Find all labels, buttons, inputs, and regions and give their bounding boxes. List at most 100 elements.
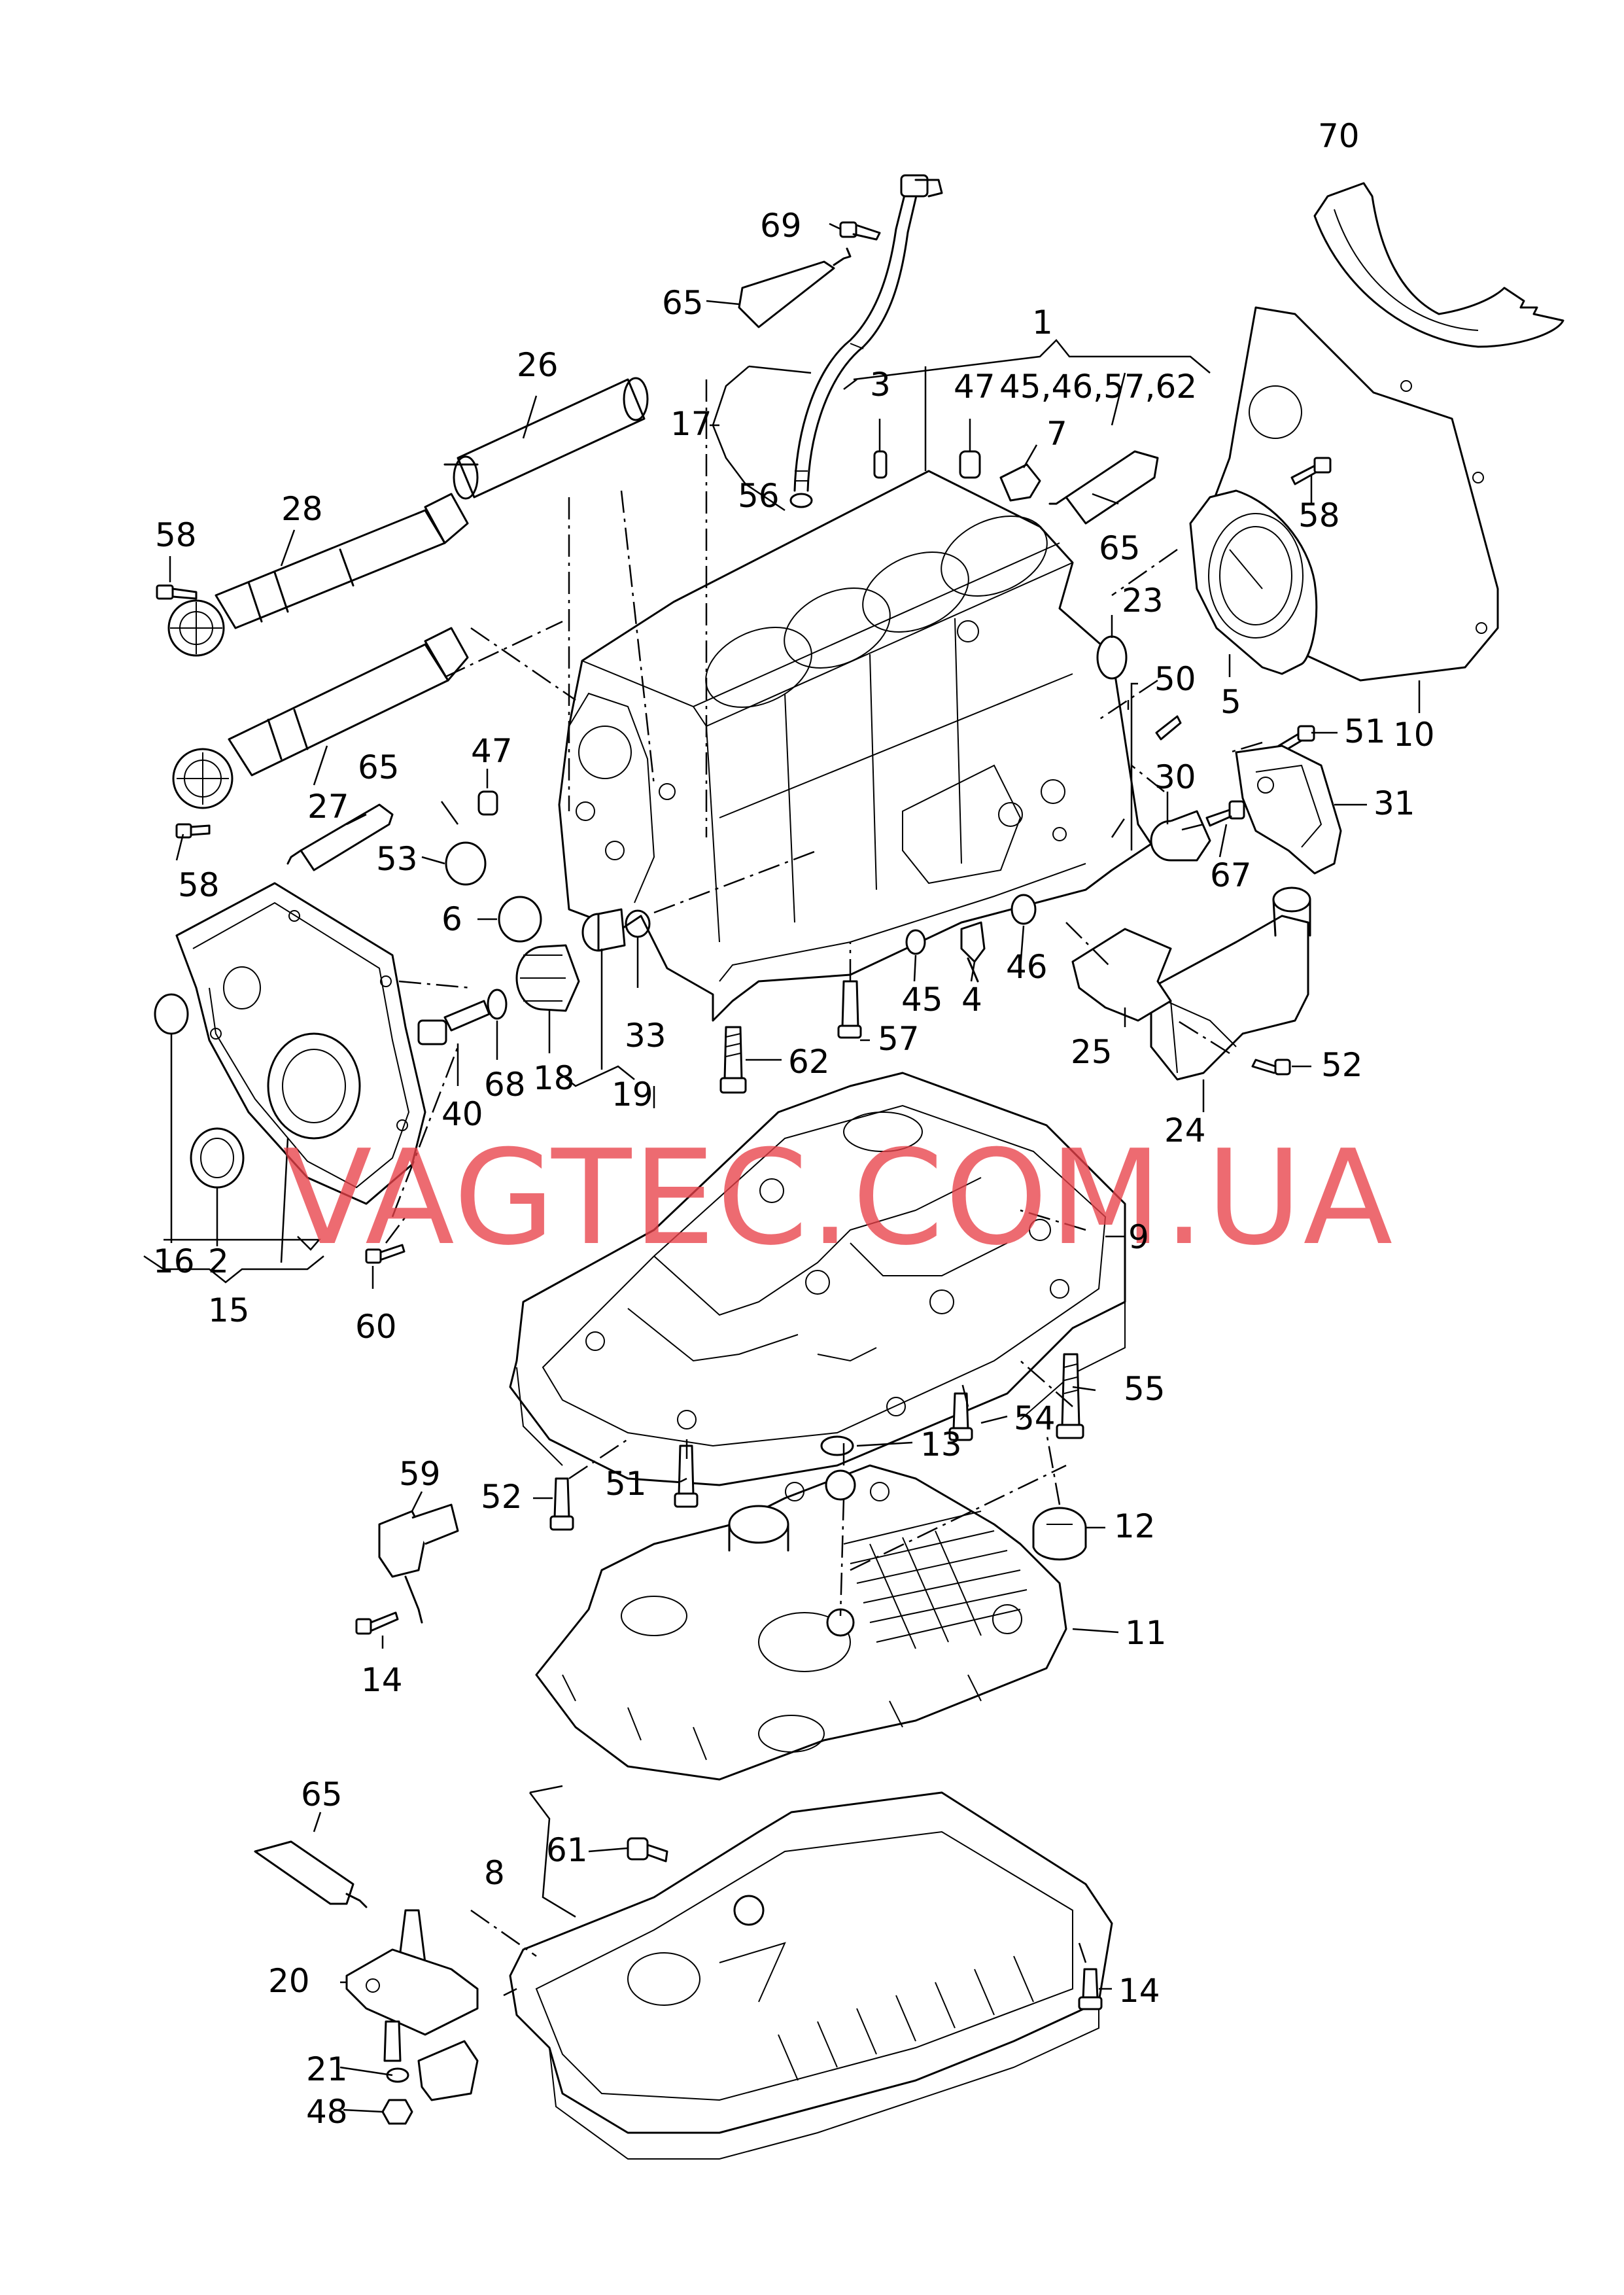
part-14-bolt-right [1078, 1968, 1103, 2010]
part-61-plug [627, 1837, 668, 1863]
part-60-bolt [365, 1244, 406, 1264]
callout-67: 67 [1210, 856, 1252, 894]
part-55-bolt [1056, 1353, 1084, 1439]
callout-55: 55 [1124, 1370, 1166, 1408]
part-67-bolt [1205, 800, 1245, 827]
callout-52-lower: 52 [481, 1478, 523, 1516]
part-2-seal [190, 1127, 245, 1189]
part-68-washer [487, 989, 508, 1020]
callout-1: 1 [1032, 304, 1053, 342]
part-11-baffle-plate [535, 1464, 1067, 1781]
part-62-bolt [719, 1026, 747, 1094]
part-30-gear [1150, 810, 1211, 862]
callout-16: 16 [153, 1242, 195, 1280]
part-53-sleeve [445, 841, 487, 886]
part-69-bolt [839, 221, 881, 241]
callout-68: 68 [484, 1066, 526, 1104]
part-59-oil-sensor [378, 1503, 459, 1624]
callout-10: 10 [1393, 716, 1435, 754]
part-3-dowel-pin [873, 450, 888, 479]
callout-70: 70 [1318, 117, 1360, 155]
callout-7: 7 [1046, 415, 1067, 453]
part-50-pin [1155, 715, 1182, 741]
callout-58-right: 58 [1298, 497, 1340, 534]
callout-60: 60 [355, 1308, 397, 1346]
part-70-cover-shield [1313, 182, 1564, 348]
part-7-sleeve [999, 463, 1041, 502]
callout-50: 50 [1154, 660, 1196, 698]
part-bracket [417, 2040, 479, 2101]
callout-51-lower: 51 [605, 1465, 647, 1503]
callout-59: 59 [399, 1455, 441, 1493]
callout-8: 8 [484, 1854, 505, 1892]
part-8-oil-pan [509, 1791, 1113, 2160]
leader-lines [143, 222, 1421, 2113]
part-48-nut [381, 2099, 413, 2125]
part-65-sealant-tube-right [1048, 450, 1159, 525]
callout-33: 33 [625, 1017, 666, 1055]
callout-25: 25 [1071, 1033, 1113, 1071]
part-65-sealant-tube-left [286, 803, 394, 871]
callout-23: 23 [1122, 582, 1164, 620]
part-65-sealant-tube-top [738, 247, 852, 328]
part-20-level-sensor [345, 1909, 479, 2062]
part-56-o-ring [789, 493, 813, 508]
part-52-bolt-right [1251, 1059, 1291, 1076]
callout-5: 5 [1220, 683, 1241, 721]
callout-24: 24 [1164, 1112, 1206, 1149]
callout-52-right: 52 [1321, 1046, 1363, 1084]
part-58-bolt-right [1290, 457, 1332, 485]
callout-26: 26 [517, 346, 559, 384]
dash-dot-lines [385, 379, 1263, 1963]
part-52-bolt-lower [549, 1477, 574, 1531]
part-28-balancer-shaft [167, 493, 469, 657]
callout-12: 12 [1114, 1507, 1156, 1545]
callout-21: 21 [306, 2050, 348, 2088]
part-24-oil-filter-housing [1150, 886, 1311, 1081]
part-45-sleeve [905, 929, 926, 955]
callout-18: 18 [533, 1059, 575, 1097]
part-31-housing [1235, 745, 1342, 875]
callout-28: 28 [281, 490, 323, 528]
part-10-intermediate-plate [1209, 306, 1499, 682]
callout-9: 9 [1128, 1218, 1149, 1256]
callout-53: 53 [376, 840, 418, 878]
part-46-sleeve [1011, 894, 1037, 925]
part-25-gasket [1071, 928, 1172, 1022]
callout-17: 17 [670, 405, 712, 443]
callout-61: 61 [546, 1831, 588, 1869]
part-58-bolt-upper-left [156, 584, 198, 600]
part-54-bolt [948, 1392, 973, 1441]
part-12-drain-plug [1032, 1507, 1087, 1561]
part-9-upper-oil-pan [509, 1072, 1126, 1486]
callout-45-46-57-62: 45,46,57,62 [999, 368, 1197, 406]
callout-65-top: 65 [662, 284, 704, 322]
callout-58-lower-left: 58 [178, 866, 220, 904]
part-40-bolt [417, 1000, 491, 1045]
part-17-dipstick-tube [793, 174, 943, 492]
callout-69: 69 [760, 207, 802, 245]
callout-20: 20 [268, 1962, 310, 2000]
callout-65-left: 65 [358, 748, 400, 786]
callout-56: 56 [738, 477, 780, 515]
part-gear-stub [581, 908, 626, 952]
callout-3: 3 [870, 366, 891, 404]
callout-31: 31 [1373, 784, 1415, 822]
callout-51-upper: 51 [1344, 712, 1386, 750]
callout-62: 62 [788, 1043, 830, 1081]
callout-58-upper-left: 58 [155, 516, 197, 554]
callout-27: 27 [307, 788, 349, 826]
part-65-sealant-tube-bottom [254, 1840, 368, 1908]
part-15-front-cover [175, 882, 426, 1205]
watermark-text: VAGTEC.COM.UA [283, 1122, 1394, 1274]
part-16-seal [154, 993, 189, 1035]
callout-65-right: 65 [1099, 529, 1141, 567]
part-26-tube [443, 377, 649, 500]
callout-2: 2 [208, 1242, 229, 1280]
part-18-gear [515, 944, 580, 1012]
callout-47-left: 47 [471, 732, 513, 770]
part-5-seal-flange [1189, 489, 1318, 675]
part-58-bolt-lower-left [175, 823, 211, 839]
callout-14-right: 14 [1118, 1972, 1160, 2010]
